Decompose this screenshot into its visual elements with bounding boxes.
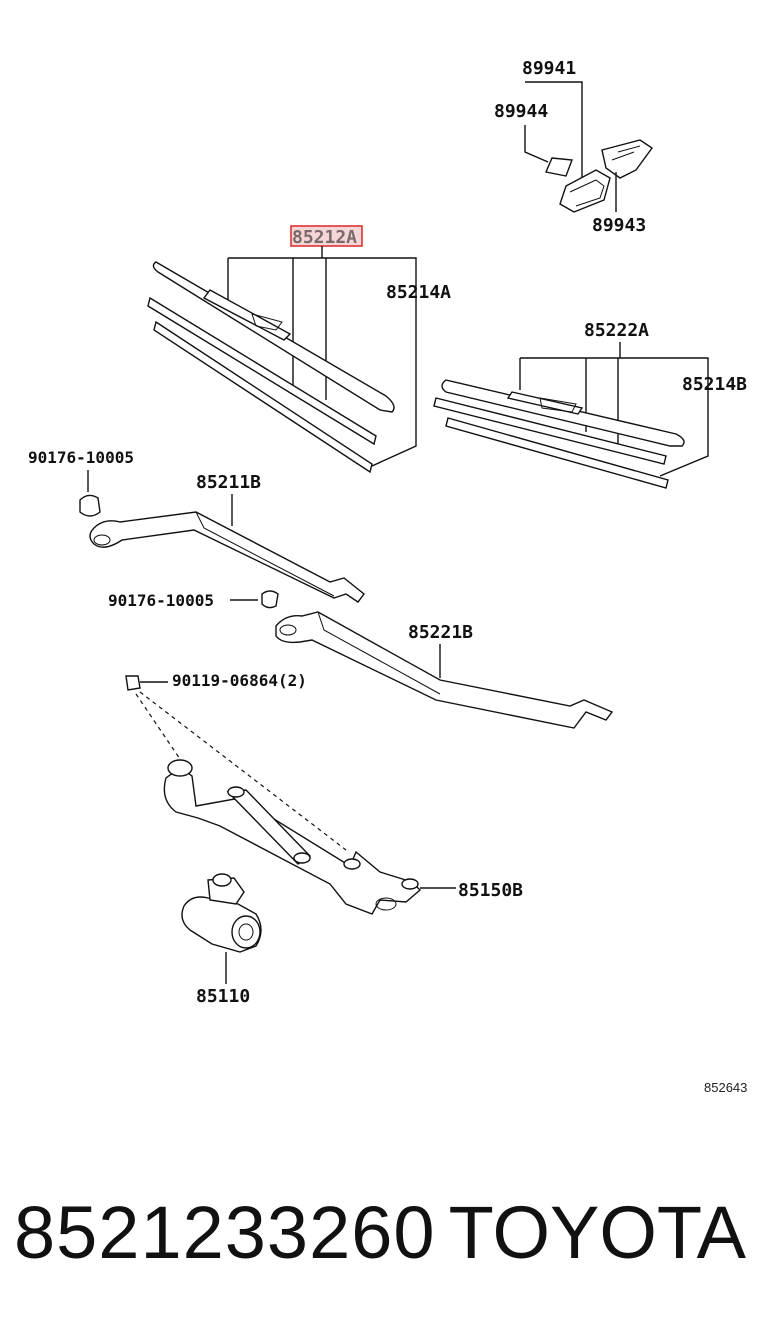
highlight-box-85212A [290, 225, 363, 247]
wiper-arm-passenger [275, 611, 614, 729]
nut-mid [261, 590, 279, 609]
label-85110[interactable]: 85110 [196, 986, 250, 1007]
leader-89941 [525, 81, 583, 178]
label-90176-top[interactable]: 90176-10005 [28, 448, 134, 467]
label-85212A[interactable]: 85212A [292, 227, 357, 248]
wiper-parts-diagram: 89941 89944 89943 85212A 85214A 85222A 8… [28, 58, 747, 1095]
wiper-blade-passenger [433, 379, 685, 489]
footer: 8521233260 TOYOTA [0, 1190, 760, 1280]
label-85150B[interactable]: 85150B [458, 880, 523, 901]
diagram-ref-number: 852643 [704, 1080, 747, 1095]
sensor-housing-part [559, 169, 611, 213]
label-85211B[interactable]: 85211B [196, 472, 261, 493]
label-85221B[interactable]: 85221B [408, 622, 473, 643]
label-85222A[interactable]: 85222A [584, 320, 649, 341]
label-90119[interactable]: 90119-06864(2) [172, 671, 307, 690]
dash-guide-1 [135, 693, 183, 763]
wiper-blade-driver [147, 261, 395, 474]
label-85214B[interactable]: 85214B [682, 374, 747, 395]
leader-85222A [519, 342, 709, 477]
brand-name: TOYOTA [448, 1191, 746, 1274]
label-90176-mid[interactable]: 90176-10005 [108, 591, 214, 610]
wiper-motor [181, 873, 262, 953]
bolt [125, 675, 141, 691]
leader-85212A [227, 246, 417, 467]
label-89944[interactable]: 89944 [494, 101, 548, 122]
sensor-bracket-part [601, 139, 653, 179]
label-89941[interactable]: 89941 [522, 58, 576, 79]
nut-top [79, 494, 101, 517]
part-number: 8521233260 [14, 1191, 436, 1274]
sensor-pad-part [545, 157, 573, 177]
dash-guide-2 [139, 691, 347, 851]
wiper-linkage [163, 759, 422, 915]
leader-89944 [524, 125, 549, 163]
label-89943[interactable]: 89943 [592, 215, 646, 236]
label-85214A[interactable]: 85214A [386, 282, 451, 303]
wiper-arm-driver [89, 511, 365, 603]
